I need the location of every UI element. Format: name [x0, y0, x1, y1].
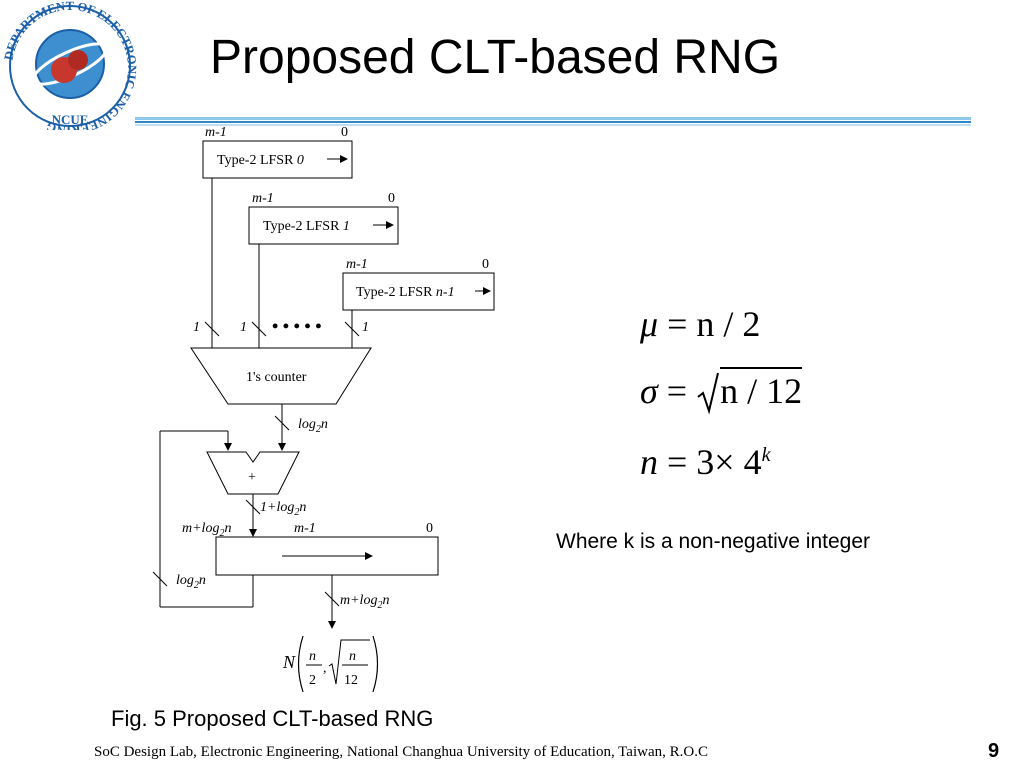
- clt-rng-block-diagram: m-1 0 m-1 0 m-1 0 Type-2 LFSR 0 Type-2 L…: [152, 125, 495, 693]
- title-rule-mid: [135, 121, 971, 123]
- svg-text:n: n: [349, 649, 356, 664]
- figure-caption: Fig. 5 Proposed CLT-based RNG: [111, 706, 434, 731]
- lfsr-n1-label: Type-2 LFSR n-1: [356, 285, 455, 300]
- lfsr-n1-lsb: 0: [482, 257, 489, 272]
- lfsr-1-lsb: 0: [388, 191, 395, 206]
- n-equation: n = 3× 4k: [640, 442, 771, 482]
- lfsr-0-label: Type-2 LFSR 0: [217, 153, 304, 168]
- svg-text:N: N: [282, 652, 296, 672]
- svg-text:2: 2: [309, 673, 316, 688]
- counter-out-width: log2n: [298, 417, 328, 435]
- lfsr-1-msb: m-1: [252, 191, 274, 206]
- adder-out-width: 1+log2n: [260, 500, 306, 518]
- feedback-width: log2n: [176, 573, 206, 591]
- lfsr-0-msb: m-1: [205, 125, 227, 140]
- lfsr-0-lsb: 0: [341, 125, 348, 140]
- register-width: m+log2n: [182, 521, 231, 539]
- ones-counter-label: 1's counter: [246, 370, 307, 385]
- atom-globe-icon: [31, 29, 109, 99]
- normal-distribution-result: N n 2 , n 12: [282, 635, 379, 693]
- logo-short-name: NCUE: [52, 112, 89, 127]
- ones-counter-block: [190, 347, 372, 405]
- lfsr-1-label: Type-2 LFSR 1: [263, 219, 350, 234]
- sigma-equation: σ = n / 12: [640, 367, 803, 415]
- lfsr-n1-box: [342, 272, 495, 311]
- svg-text:n: n: [309, 649, 316, 664]
- page-number: 9: [988, 740, 1000, 762]
- output-width: m+log2n: [340, 593, 389, 611]
- svg-text:,: ,: [323, 661, 327, 676]
- svg-text:12: 12: [344, 673, 358, 688]
- lfsr-ellipsis: • • • • •: [272, 316, 322, 336]
- bus-width-0: 1: [193, 320, 200, 335]
- adder-block: [206, 451, 300, 495]
- title-rule-low: [135, 124, 971, 126]
- mu-equation: μ = n / 2: [640, 304, 761, 344]
- register-lsb: 0: [426, 521, 433, 536]
- bus-width-n1: 1: [362, 320, 369, 335]
- bus-width-1: 1: [240, 320, 247, 335]
- title-rule: [135, 117, 971, 120]
- sqrt-sign-icon: [697, 372, 720, 415]
- register-msb: m-1: [294, 521, 316, 536]
- k-constraint-note: Where k is a non-negative integer: [556, 530, 871, 553]
- adder-label: +: [248, 470, 256, 485]
- footer-text: SoC Design Lab, Electronic Engineering, …: [94, 744, 708, 760]
- department-logo: DEPARTMENT OF ELECTRONIC ENGINEERING NCU…: [2, 0, 140, 130]
- slide-title: Proposed CLT-based RNG: [210, 31, 781, 84]
- lfsr-n1-msb: m-1: [346, 257, 368, 272]
